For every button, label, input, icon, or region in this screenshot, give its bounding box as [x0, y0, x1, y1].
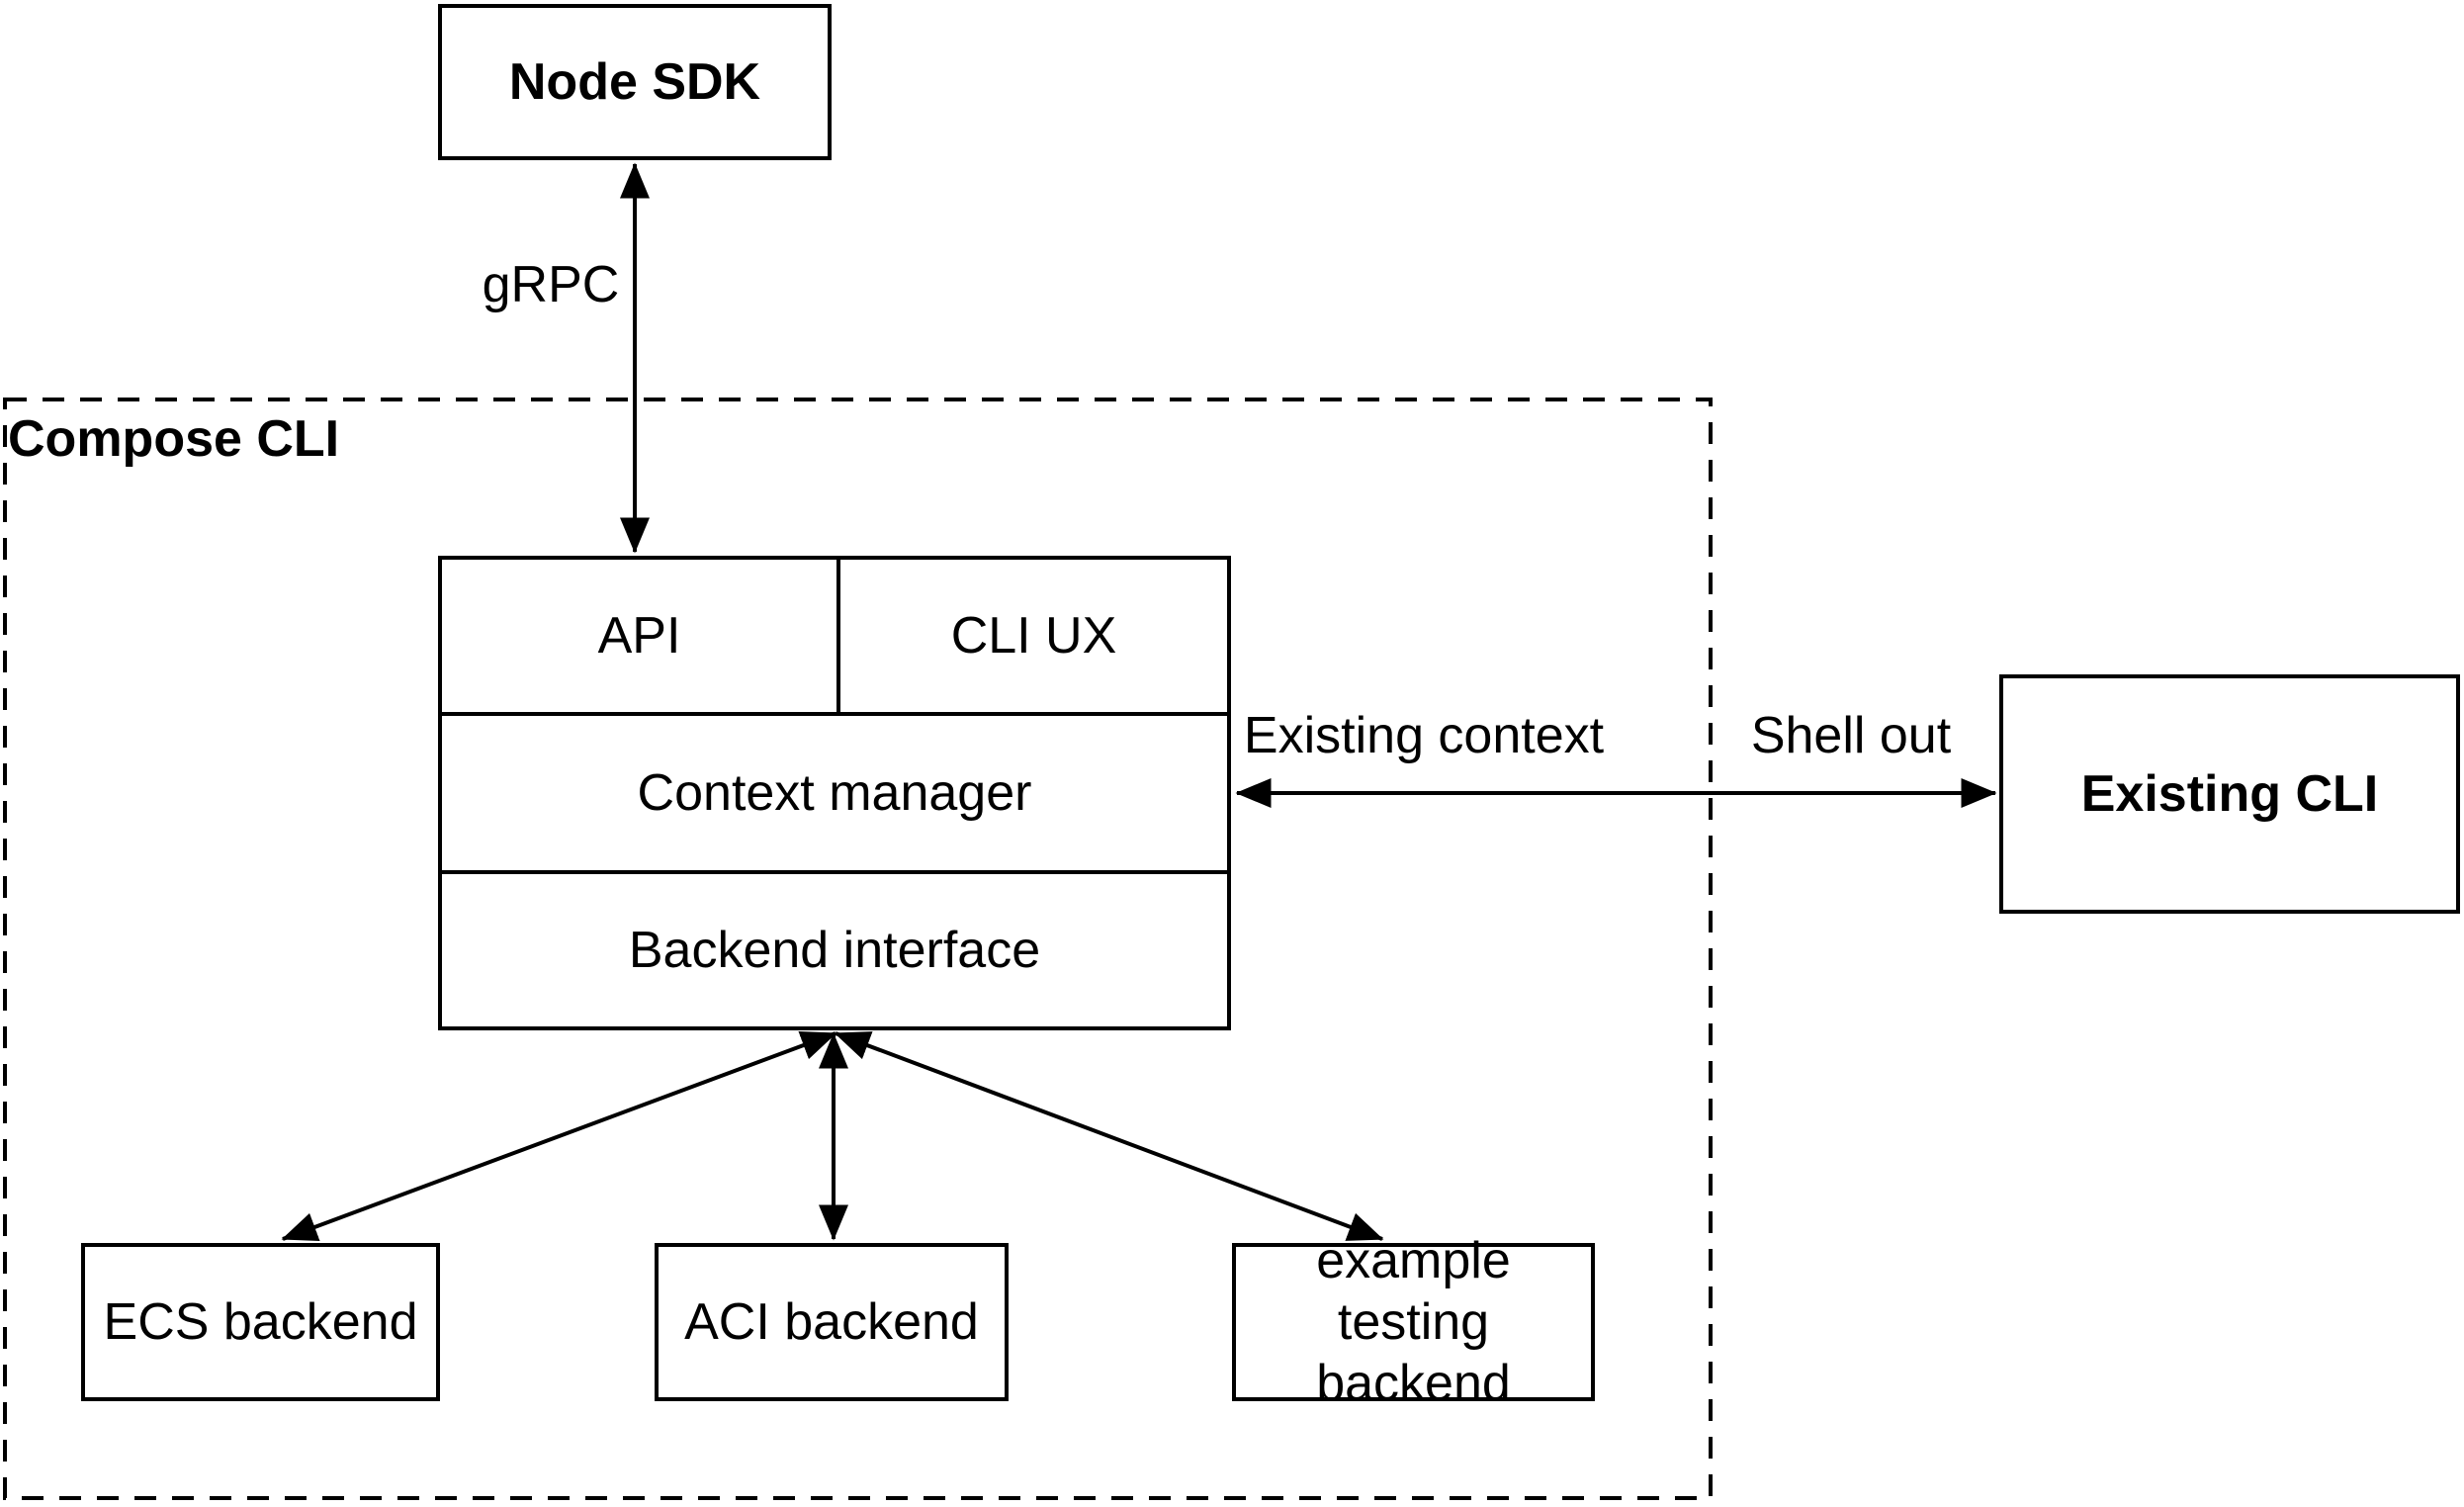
backend-interface-row: Backend interface	[442, 874, 1227, 1026]
example-testing-backend-box: example testing backend	[1232, 1232, 1595, 1412]
compose-cli-stack-box: API CLI UX Context manager Backend inter…	[438, 556, 1231, 1030]
node-sdk-label: Node SDK	[508, 53, 761, 111]
context-manager-label: Context manager	[637, 764, 1032, 822]
stack-top-row: API CLI UX	[442, 560, 1227, 716]
example-testing-backend-label: example testing backend	[1316, 1232, 1511, 1412]
api-label: API	[597, 607, 681, 665]
aci-backend-box: ACI backend	[655, 1243, 1009, 1401]
ecs-backend-box: ECS backend	[81, 1243, 440, 1401]
existing-cli-label: Existing CLI	[2080, 765, 2379, 823]
api-cell: API	[442, 560, 836, 712]
cli-ux-cell: CLI UX	[836, 560, 1227, 712]
ecs-backend-label: ECS backend	[103, 1293, 418, 1351]
existing-context-edge-label: Existing context	[1243, 707, 1605, 764]
node-sdk-box: Node SDK	[438, 4, 832, 160]
cli-ux-label: CLI UX	[950, 607, 1117, 665]
aci-backend-label: ACI backend	[684, 1293, 979, 1351]
backend-interface-cell: Backend interface	[442, 874, 1227, 1026]
grpc-edge-label: gRPC	[482, 256, 620, 313]
backend-interface-label: Backend interface	[628, 922, 1041, 979]
compose-cli-label: Compose CLI	[8, 410, 340, 468]
shell-out-edge-label: Shell out	[1750, 707, 1952, 764]
context-manager-row: Context manager	[442, 716, 1227, 874]
backend-interface-example-edge	[834, 1031, 1384, 1241]
context-manager-cell: Context manager	[442, 716, 1227, 870]
existing-cli-box: Existing CLI	[1999, 674, 2460, 914]
backend-interface-ecs-edge	[281, 1030, 837, 1242]
